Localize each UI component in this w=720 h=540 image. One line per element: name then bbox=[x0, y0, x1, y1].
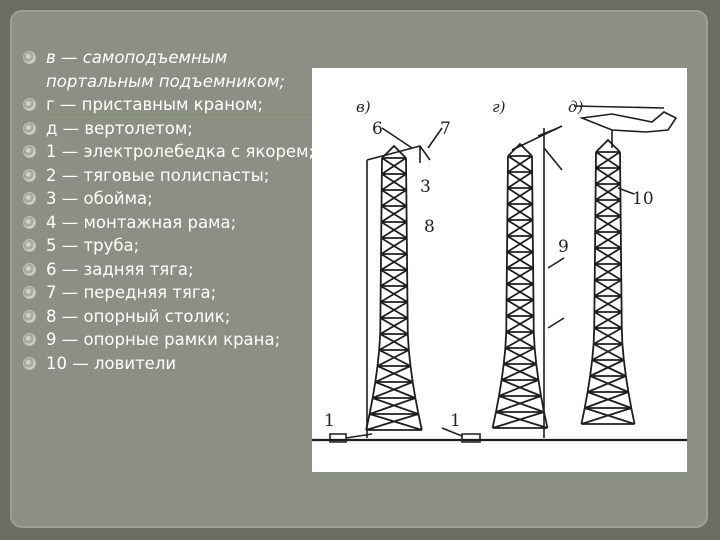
legend-item: 9 — опорные рамки крана; bbox=[22, 328, 322, 352]
bullet-icon bbox=[24, 310, 35, 322]
tower-d bbox=[580, 138, 636, 425]
bullet-icon bbox=[24, 287, 35, 298]
label-10: 10 bbox=[632, 189, 654, 209]
legend-item: 2 — тяговые полиспасты; bbox=[22, 164, 322, 188]
legend-item: 6 — задняя тяга; bbox=[22, 258, 322, 282]
helicopter-body bbox=[578, 111, 678, 133]
legend-item: д — вертолетом; bbox=[22, 117, 322, 141]
legend-item: 4 — монтажная рама; bbox=[22, 211, 322, 235]
bullet-icon bbox=[24, 52, 35, 63]
winch-1 bbox=[329, 433, 373, 443]
legend-item: 5 — труба; bbox=[22, 234, 322, 258]
label-7: 7 bbox=[440, 119, 451, 139]
legend-item: 3 — обойма; bbox=[22, 187, 322, 211]
front-tie bbox=[427, 127, 443, 149]
legend-item: 10 — ловители bbox=[22, 352, 322, 376]
bullet-icon bbox=[24, 240, 35, 251]
legend-list: в — самоподъемным портальным подъемником… bbox=[22, 46, 322, 375]
tower-v bbox=[365, 144, 423, 431]
crane-support bbox=[547, 257, 565, 329]
label-3: 3 bbox=[420, 177, 431, 197]
bullet-icon bbox=[24, 334, 35, 345]
catcher-lines bbox=[617, 187, 635, 195]
legend-item: 7 — передняя тяга; bbox=[22, 281, 322, 305]
legend-item: г — приставным краном; bbox=[22, 93, 322, 117]
winch-2 bbox=[441, 427, 481, 443]
bullet-icon bbox=[24, 263, 35, 275]
tower-drawing: в) г) д) 6 7 3 8 9 10 1 1 bbox=[312, 98, 687, 443]
label-6: 6 bbox=[372, 119, 383, 139]
bullet-icon bbox=[24, 122, 35, 134]
label-9: 9 bbox=[558, 237, 569, 257]
bullet-icon bbox=[24, 357, 35, 369]
legend-item: 1 — электролебедка с якорем; bbox=[22, 140, 322, 164]
bullet-icon bbox=[24, 193, 35, 204]
crane-boom bbox=[511, 125, 563, 151]
label-g: г) bbox=[492, 98, 506, 116]
bullet-icon bbox=[24, 146, 35, 157]
tower-diagram: в) г) д) 6 7 3 8 9 10 1 1 bbox=[312, 68, 687, 472]
bullet-icon bbox=[24, 169, 35, 181]
rear-tie bbox=[381, 127, 413, 149]
helicopter-rotor bbox=[573, 105, 665, 109]
legend-item: в — самоподъемным портальным подъемником… bbox=[22, 46, 322, 93]
crane-mast bbox=[537, 127, 563, 438]
label-d: д) bbox=[568, 98, 584, 116]
label-8: 8 bbox=[424, 217, 435, 237]
label-v: в) bbox=[356, 98, 371, 116]
portal-lift bbox=[366, 145, 431, 438]
legend-item: 8 — опорный столик; bbox=[22, 305, 322, 329]
tower-g bbox=[491, 142, 549, 429]
bullet-icon bbox=[24, 99, 35, 110]
label-1b: 1 bbox=[450, 411, 461, 431]
label-1a: 1 bbox=[324, 411, 335, 431]
bullet-icon bbox=[24, 216, 35, 228]
